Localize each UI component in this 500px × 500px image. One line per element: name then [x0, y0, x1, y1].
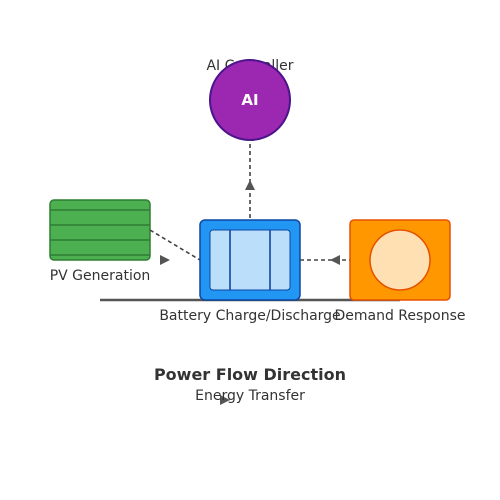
legend-arrow-icon — [220, 395, 230, 405]
pv-to-battery-connector — [149, 229, 201, 261]
demand-response-label: Demand Response — [334, 308, 465, 324]
legend: Power Flow Direction Energy Transfer — [154, 365, 346, 405]
demand-indicator-icon — [369, 229, 431, 291]
solar-panel-icon — [49, 199, 151, 261]
pv-generation-node: PV Generation — [49, 199, 151, 284]
demand-response-node: Demand Response — [334, 219, 466, 324]
pv-generation-label: PV Generation — [50, 268, 151, 284]
ai-controller-node: AI Controller AI — [206, 58, 294, 141]
legend-title: Power Flow Direction — [154, 365, 346, 384]
legend-subtitle: Energy Transfer — [195, 388, 305, 404]
ai-badge-text: AI — [241, 91, 258, 109]
battery-node: Battery Charge/Discharge — [159, 219, 341, 324]
battery-label: Battery Charge/Discharge — [159, 308, 340, 324]
up-arrow-icon — [245, 180, 255, 190]
battery-cell-area — [209, 229, 291, 291]
right-arrow-icon — [160, 255, 170, 265]
left-arrow-icon — [330, 255, 340, 265]
